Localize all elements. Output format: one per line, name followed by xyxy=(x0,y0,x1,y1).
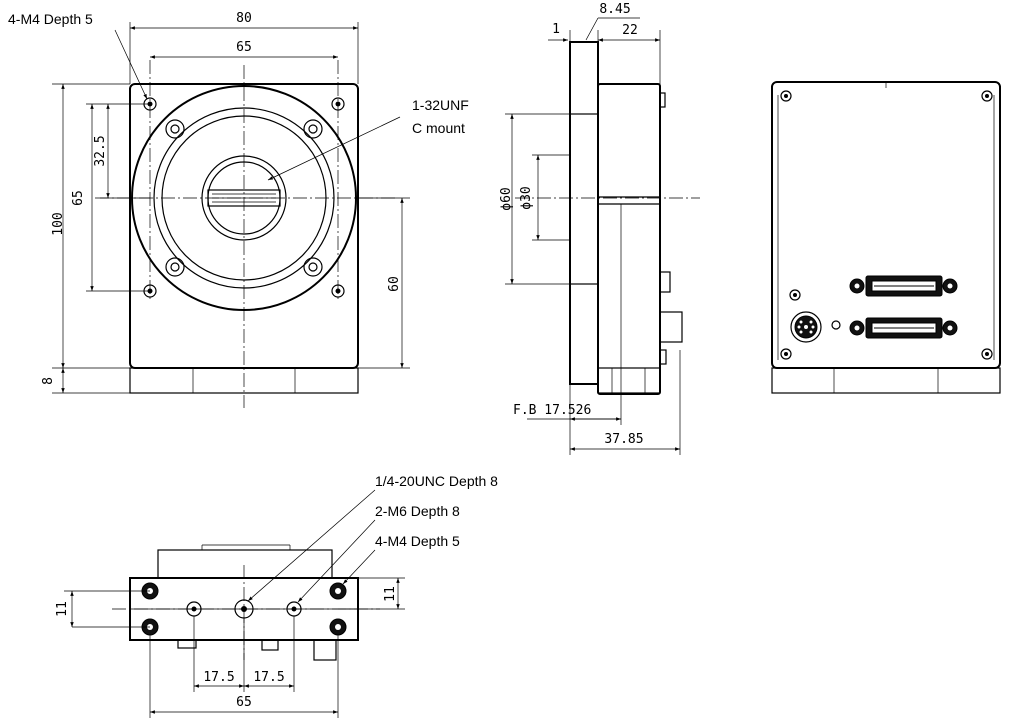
dim-height-100: 100 xyxy=(51,212,66,235)
dim-1: 1 xyxy=(552,22,560,37)
dim-height-65: 65 xyxy=(71,190,86,206)
note-c-mount: C mount xyxy=(412,120,465,136)
rear-base-plate xyxy=(771,367,1001,394)
dim-flange-back: F.B 17.526 xyxy=(513,403,591,418)
dim-60: 60 xyxy=(387,276,402,292)
bottom-m4-hole xyxy=(329,618,347,636)
rear-screw xyxy=(780,90,792,102)
power-connector xyxy=(790,311,822,343)
status-led xyxy=(831,320,841,330)
rear-screw xyxy=(981,90,993,102)
dim-width-80: 80 xyxy=(236,11,252,26)
bottom-view: 1/4-20UNC Depth 8 2-M6 Depth 8 4-M4 Dept… xyxy=(55,473,498,718)
side-flange xyxy=(569,41,599,385)
dim-dia-30: ϕ30 xyxy=(519,186,534,209)
camera-link-connector-lower xyxy=(849,317,958,339)
ring-screw xyxy=(303,119,323,139)
front-view: 80 65 100 65 32.5 60 8 4-M4 Depth 5 1-32… xyxy=(8,11,469,408)
bottom-m4-hole xyxy=(329,582,347,600)
bottom-top-profile xyxy=(157,549,333,579)
dim-17-5-right: 17.5 xyxy=(253,670,284,685)
ring-screw xyxy=(303,257,323,277)
camera-link-connector-upper xyxy=(849,275,958,297)
dim-dia-60: ϕ60 xyxy=(499,187,514,210)
side-body xyxy=(597,83,661,395)
ring-screw xyxy=(165,257,185,277)
note-bottom-m4: 4-M4 Depth 5 xyxy=(375,533,460,549)
rear-screw xyxy=(981,348,993,360)
dim-depth-37-85: 37.85 xyxy=(604,432,643,447)
dim-bottom-65: 65 xyxy=(236,695,252,710)
note-mount-thread: 1-32UNF xyxy=(412,97,469,113)
rear-view xyxy=(771,81,1001,394)
dim-11-right: 11 xyxy=(383,586,398,602)
rear-screw xyxy=(780,348,792,360)
dim-32-5: 32.5 xyxy=(93,135,108,166)
dim-width-65: 65 xyxy=(236,40,252,55)
dim-8-45: 8.45 xyxy=(599,2,630,17)
dim-8: 8 xyxy=(41,377,56,385)
side-view: 22 1 8.45 ϕ60 ϕ30 F.B 17.526 37.85 xyxy=(499,2,700,455)
ring-screw xyxy=(165,119,185,139)
note-m4-holes: 4-M4 Depth 5 xyxy=(8,11,93,27)
note-tripod-thread: 1/4-20UNC Depth 8 xyxy=(375,473,498,489)
dim-22: 22 xyxy=(622,23,638,38)
ground-screw xyxy=(789,289,801,301)
dim-17-5-left: 17.5 xyxy=(203,670,234,685)
note-m6-holes: 2-M6 Depth 8 xyxy=(375,503,460,519)
dim-11-left: 11 xyxy=(55,601,70,617)
